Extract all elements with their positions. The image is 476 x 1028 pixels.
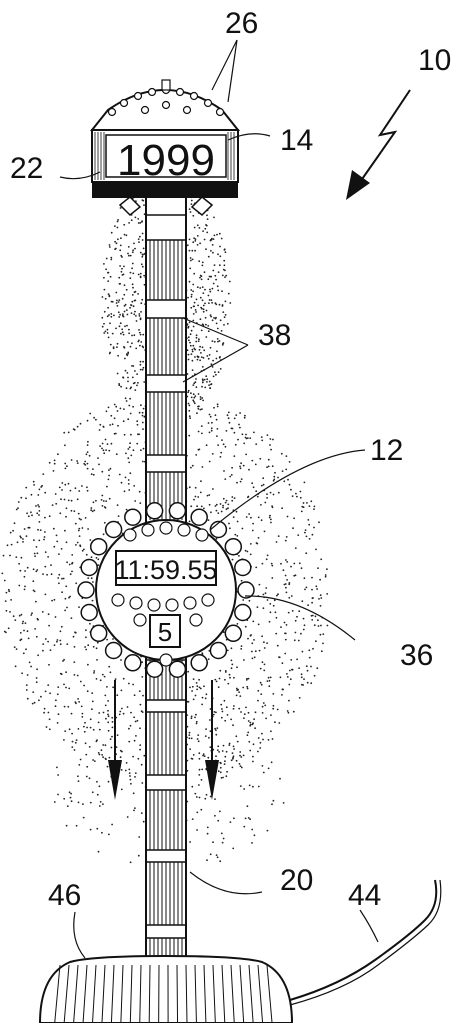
ref-10: 10 [418, 44, 451, 77]
ref-44: 44 [348, 879, 381, 912]
ref-38: 38 [258, 319, 291, 352]
right-spotlight [192, 197, 212, 215]
ref-46: 46 [48, 879, 81, 912]
time-display: 11:59.55 [114, 555, 217, 585]
top-display-housing: 1999 [92, 80, 238, 215]
ref-22: 22 [10, 152, 43, 185]
base [40, 956, 292, 1023]
ref-12: 12 [370, 434, 403, 467]
left-spotlight [120, 197, 140, 215]
lightning-arrow [346, 90, 410, 200]
ref-20: 20 [280, 864, 313, 897]
ref-36: 36 [400, 639, 433, 672]
ref-14: 14 [280, 124, 313, 157]
count-display: 5 [158, 617, 172, 647]
year-display: 1999 [117, 136, 215, 185]
ref-26: 26 [225, 7, 258, 40]
